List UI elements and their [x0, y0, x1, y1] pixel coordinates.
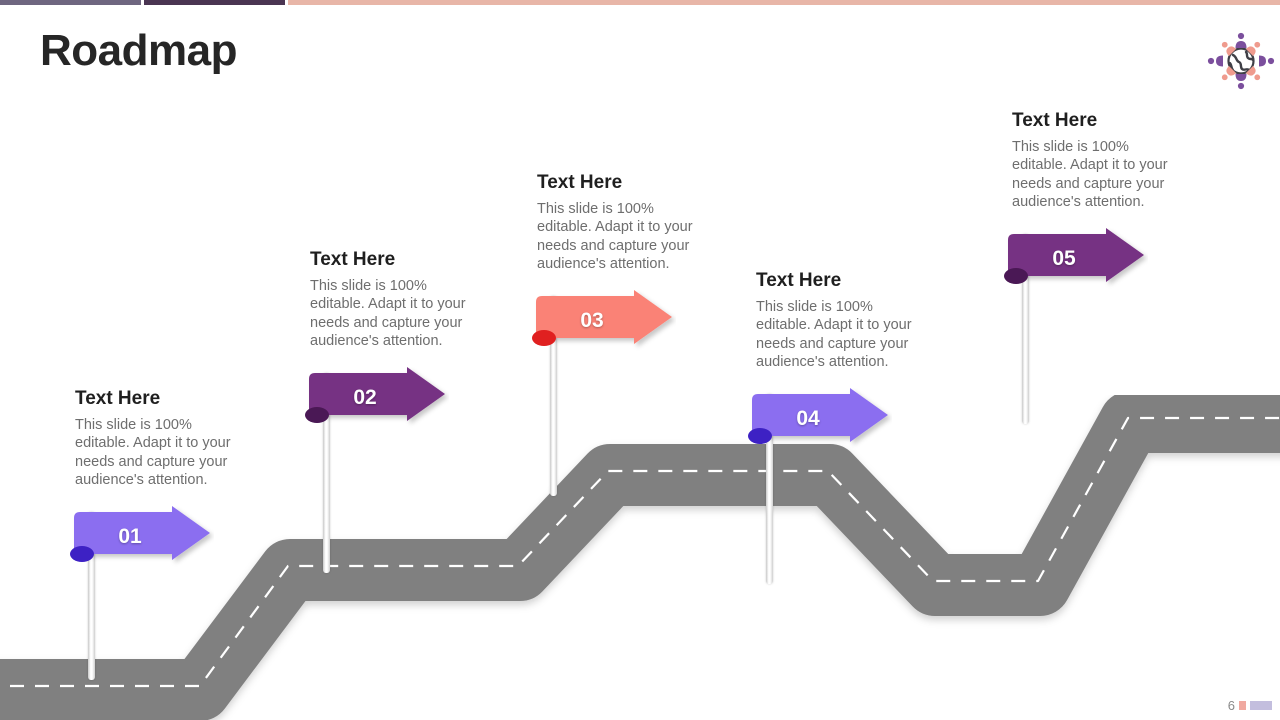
- flag-fold-wrap: [1004, 268, 1028, 284]
- flag-arrow-shape: [70, 506, 210, 562]
- milestone-05-flag[interactable]: 05: [1002, 228, 1148, 294]
- milestone-05[interactable]: Text Here This slide is 100% editable. A…: [1012, 110, 1182, 212]
- milestone-01-heading: Text Here: [75, 388, 161, 409]
- flag-body: [74, 506, 210, 560]
- milestone-01[interactable]: Text Here This slide is 100% editable. A…: [75, 388, 245, 490]
- flag-fold-wrap: [70, 546, 94, 562]
- globe-people-icon: [1207, 32, 1275, 90]
- flag-fold-wrap: [748, 428, 772, 444]
- accent-segment-2: [144, 0, 285, 5]
- milestone-04-body: This slide is 100% editable. Adapt it to…: [756, 299, 912, 371]
- milestone-02-heading: Text Here: [310, 249, 396, 270]
- milestone-02-pole: [323, 373, 330, 573]
- page-number-group: 6: [1228, 698, 1272, 713]
- milestone-01-body: This slide is 100% editable. Adapt it to…: [75, 417, 231, 489]
- milestone-03-body: This slide is 100% editable. Adapt it to…: [537, 201, 693, 273]
- milestone-03[interactable]: Text Here This slide is 100% editable. A…: [537, 172, 707, 274]
- milestone-04-flag[interactable]: 04: [746, 388, 892, 454]
- milestone-02-body: This slide is 100% editable. Adapt it to…: [310, 278, 466, 350]
- accent-gap-2: [285, 0, 288, 5]
- flag-arrow-shape: [748, 388, 888, 444]
- milestone-05-heading: Text Here: [1012, 110, 1098, 131]
- accent-segment-1: [0, 0, 141, 5]
- flag-fold-wrap: [305, 407, 329, 423]
- top-accent-bar: [0, 0, 1280, 5]
- flag-arrow-shape: [1004, 228, 1144, 284]
- flag-arrow-shape: [532, 290, 672, 346]
- milestone-01-flag[interactable]: 01: [68, 506, 214, 572]
- flag-body: [309, 367, 445, 421]
- flag-fold-wrap: [532, 330, 556, 346]
- milestone-04-pole: [766, 394, 773, 584]
- accent-segment-3: [288, 0, 1280, 5]
- flag-body: [752, 388, 888, 442]
- milestone-03-flag[interactable]: 03: [530, 290, 676, 356]
- milestone-02-flag[interactable]: 02: [303, 367, 449, 433]
- milestone-03-heading: Text Here: [537, 172, 623, 193]
- page-marker-bar: [1250, 701, 1272, 710]
- globe-people-logo: [1206, 26, 1276, 96]
- milestone-04-heading: Text Here: [756, 270, 842, 291]
- milestone-05-pole: [1022, 234, 1029, 424]
- milestone-01-pole: [88, 512, 95, 680]
- page-number: 6: [1227, 698, 1235, 713]
- page-marker-square: [1239, 701, 1246, 710]
- flag-body: [1008, 228, 1144, 282]
- flag-arrow-shape: [305, 367, 445, 423]
- accent-gap-1: [141, 0, 144, 5]
- milestone-05-body: This slide is 100% editable. Adapt it to…: [1012, 139, 1168, 211]
- milestone-04[interactable]: Text Here This slide is 100% editable. A…: [756, 270, 926, 372]
- page-title: Roadmap: [40, 26, 237, 75]
- milestone-02[interactable]: Text Here This slide is 100% editable. A…: [310, 249, 480, 351]
- milestone-03-pole: [550, 296, 557, 496]
- flag-body: [536, 290, 672, 344]
